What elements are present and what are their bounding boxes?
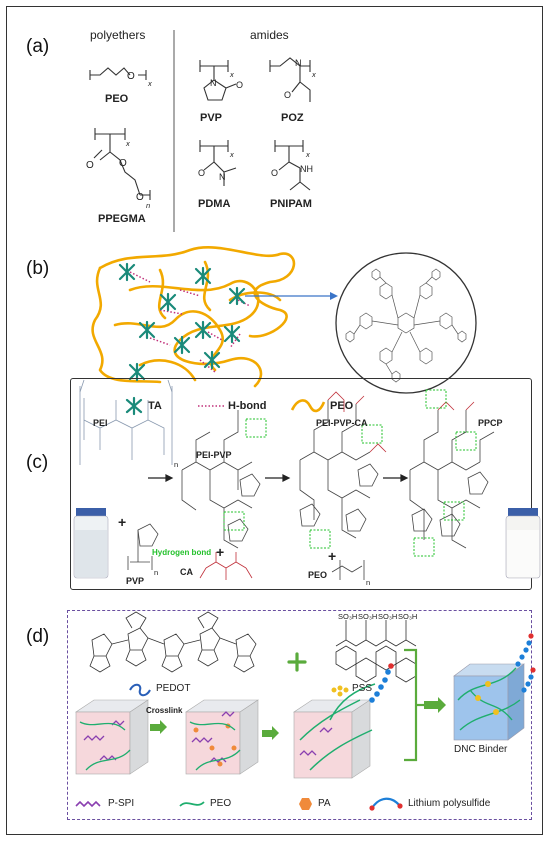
pei-pvp-ca-label: PEI-PVP-CA	[316, 418, 368, 428]
svg-text:O: O	[86, 160, 94, 171]
panel-d-box	[67, 610, 532, 820]
dnc-binder-label: DNC Binder	[454, 744, 508, 755]
lithium-polysulfide-legend-icon	[369, 797, 403, 811]
pdma-label: PDMA	[198, 198, 231, 210]
peo-legend-icon	[290, 399, 326, 413]
plus-3: +	[328, 548, 337, 564]
legend-peo-d: PEO	[210, 798, 232, 809]
dnc-cube	[453, 633, 536, 741]
peo-sub-n: n	[366, 578, 371, 587]
ppegma-structure: O O O	[86, 128, 151, 203]
legend-ta: TA	[148, 400, 162, 412]
figure-frame	[6, 6, 543, 835]
pdma-structure: O N	[198, 140, 237, 186]
svg-text:N: N	[295, 58, 302, 68]
ta-molecule-sketch	[345, 268, 467, 383]
cube-2	[185, 699, 259, 775]
pvp-c-label: PVP	[126, 576, 145, 586]
pnipam-label: PNIPAM	[270, 198, 312, 210]
pvp-label: PVP	[200, 112, 223, 124]
pss-label: PSS	[352, 683, 373, 694]
plus-1: +	[118, 514, 127, 530]
svg-text:O: O	[284, 90, 291, 100]
pvp-structure: N O	[199, 60, 243, 101]
svg-text:O: O	[236, 80, 243, 90]
legend-peo: PEO	[330, 400, 354, 412]
pnipam-structure: O NH	[271, 140, 313, 191]
svg-text:N: N	[219, 172, 226, 182]
peo-sub: x	[148, 79, 152, 88]
ppegma-sub-x: x	[126, 139, 130, 148]
peo-d-legend-icon	[179, 801, 205, 807]
poz-structure: N O	[269, 57, 311, 102]
ppegma-sub-n: n	[146, 201, 151, 210]
pss-group-3: SO₃H	[378, 612, 398, 621]
group-amides-label: amides	[250, 28, 289, 42]
vial-right	[505, 508, 541, 579]
panel-b-label: (b)	[26, 258, 50, 279]
panel-d-label: (d)	[26, 626, 50, 647]
svg-text:N: N	[210, 78, 217, 88]
svg-text:O: O	[271, 168, 278, 178]
legend-pspi: P-SPI	[108, 798, 135, 809]
legend-pa: PA	[318, 798, 331, 809]
poz-label: POZ	[281, 112, 304, 124]
legend-lithium-polysulfide: Lithium polysulfide	[408, 798, 491, 809]
cube-1	[75, 699, 149, 775]
poz-sub: x	[312, 70, 316, 79]
pss-group-1: SO₃H	[338, 612, 358, 621]
pdma-sub: x	[230, 150, 234, 159]
group-polyethers-label: polyethers	[90, 28, 146, 42]
ppegma-label: PPEGMA	[98, 213, 146, 225]
hydrogen-bond-annotation: Hydrogen bond	[152, 548, 212, 557]
panel-c-box	[70, 378, 532, 590]
svg-text:O: O	[119, 158, 127, 169]
vial-left	[73, 508, 109, 579]
pedot-label: PEDOT	[156, 683, 191, 694]
panel-c-label: (c)	[26, 452, 49, 473]
pnipam-sub: x	[306, 150, 310, 159]
panel-a-label: (a)	[26, 36, 50, 57]
peo-structure: O	[89, 67, 147, 82]
panel-c-chemistry	[73, 379, 541, 580]
pei-label: PEI	[93, 418, 108, 428]
peo-c-label: PEO	[308, 570, 328, 580]
svg-text:O: O	[136, 192, 144, 203]
peo-ta-network	[91, 246, 477, 394]
panel-b-legend-marks	[125, 396, 326, 416]
cube-3	[293, 663, 394, 779]
pa-legend-icon	[299, 798, 312, 810]
pvp-sub-n: n	[154, 568, 159, 577]
pei-pvp-label: PEI-PVP	[196, 450, 232, 460]
pspi-legend-icon	[75, 800, 101, 808]
pss-group-4: SO₃H	[398, 612, 418, 621]
pss-group-2: SO₃H	[358, 612, 378, 621]
pvp-sub: x	[230, 70, 234, 79]
ca-label: CA	[180, 567, 193, 577]
svg-text:O: O	[198, 168, 205, 178]
panel-a-divider	[173, 30, 175, 232]
legend-hbond: H-bond	[228, 400, 267, 412]
peo-label: PEO	[105, 93, 129, 105]
svg-text:NH: NH	[300, 164, 313, 174]
svg-text:O: O	[127, 71, 135, 82]
crosslink-label: Crosslink	[146, 706, 183, 715]
pei-sub-n: n	[174, 460, 179, 469]
ppcp-label: PPCP	[478, 418, 503, 428]
plus-2: +	[216, 544, 225, 560]
ta-legend-icon	[125, 396, 143, 416]
